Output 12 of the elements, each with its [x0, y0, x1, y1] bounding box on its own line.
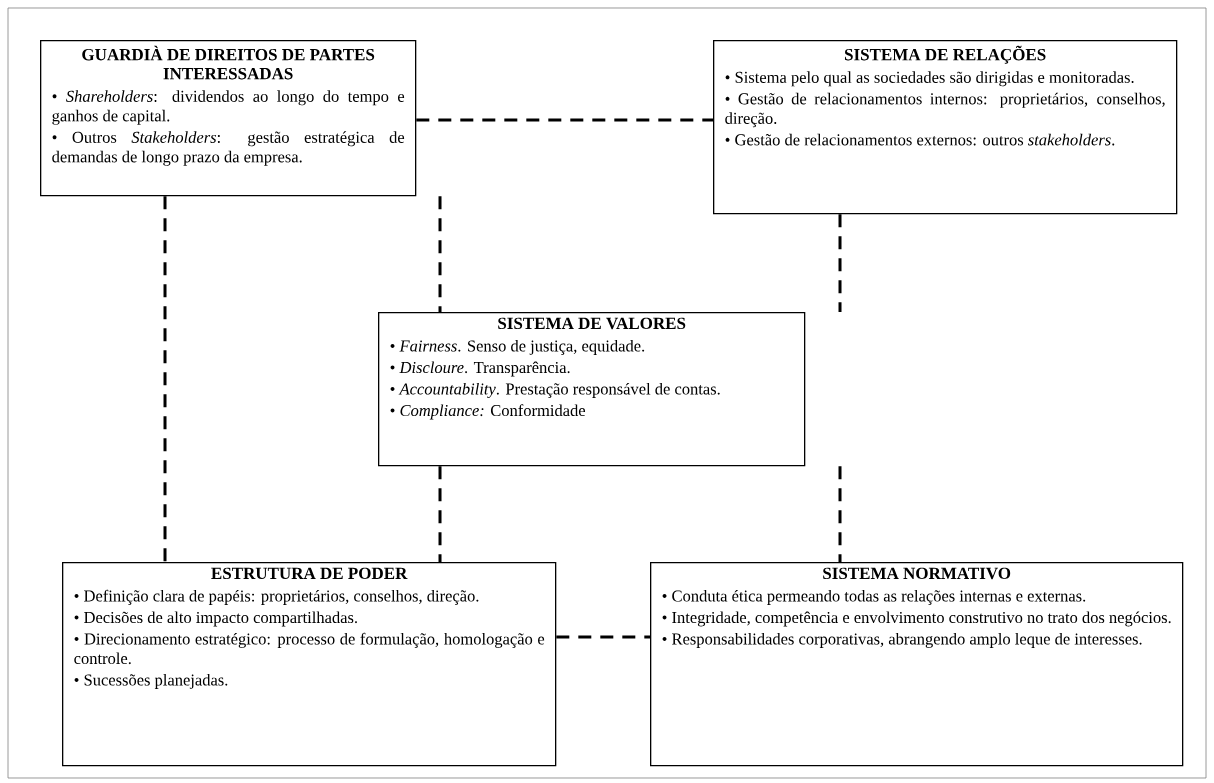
text-box: GUARDIÀ DE DIREITOS DE PARTES INTERESSADAS • Shareholders: dividendos ao longo do tempo e ganhos de capital. • Outros Stakeholders: gestão estratégica de demandas de longo prazo da empresa. — [40, 40, 417, 197]
text-box: SISTEMA DE VALORES • Fairness. Senso de justiça, equidade. • Discloure. Transparência. • Accountability. Prestação responsável de contas. • Compliance: Conformidade — [378, 312, 806, 467]
dashed-connector — [838, 466, 842, 562]
text-box: SISTEMA DE RELAÇÕES • Sistema pelo qual as sociedades são dirigidas e monitoradas. • Gestão de relacionamentos internos: proprietários, conselhos, direção. • Gestão de relacionamentos externos: outros stakeholders. — [713, 40, 1178, 215]
dashed-connector — [438, 466, 442, 562]
text-box: SISTEMA NORMATIVO • Conduta ética permeando todas as relações internas e externas. • Integridade, competência e envolvimento construtivo no trato dos negócios. • Responsabilidades corporativas, abrangendo amplo leque de interesses. — [650, 562, 1184, 767]
dashed-connector — [838, 214, 842, 312]
dashed-connector — [163, 196, 167, 562]
dashed-connector — [416, 118, 713, 122]
dashed-connector — [556, 635, 650, 639]
dashed-connector — [438, 196, 442, 312]
text-box: ESTRUTURA DE PODER • Definição clara de papéis: proprietários, conselhos, direção. • Decisões de alto impacto compartilhadas. • Direcionamento estratégico: processo de formulação, homologação e controle. • Sucessões planejadas. — [62, 562, 557, 767]
